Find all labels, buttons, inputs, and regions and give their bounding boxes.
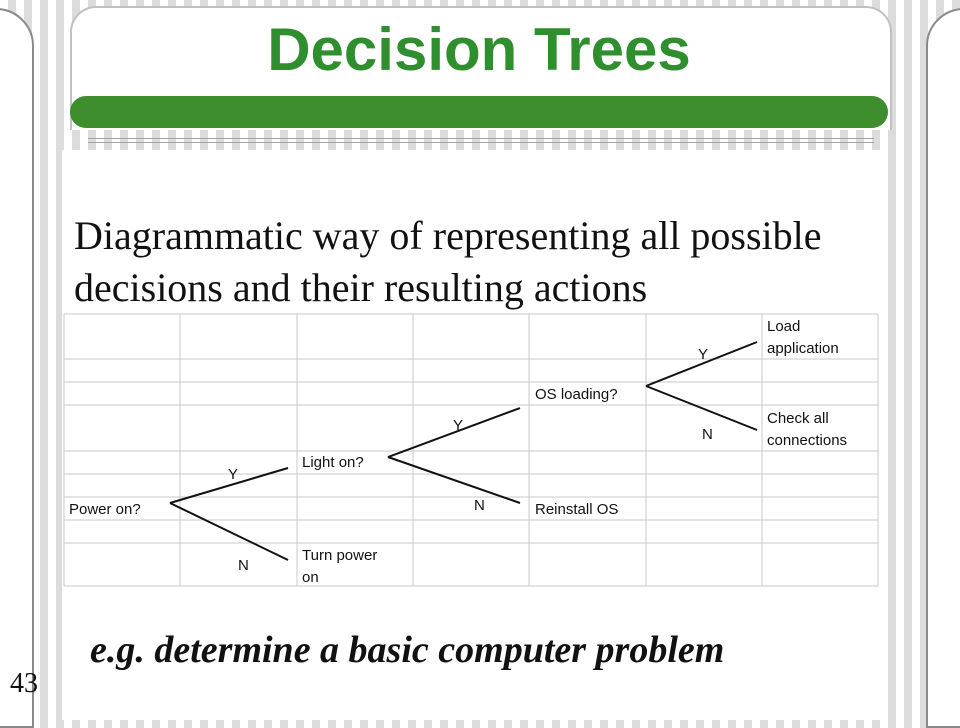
example-text: e.g. determine a basic computer problem [90, 629, 725, 671]
title-accent-bar [70, 96, 888, 128]
branch-label-power-no: N [238, 557, 249, 574]
branch-label-light-no: N [474, 497, 485, 514]
node-check-connections-line2: connections [767, 432, 847, 449]
page-number: 43 [10, 668, 38, 699]
branch-line [387, 407, 521, 458]
node-turn-power-on-line1: Turn power [302, 547, 377, 564]
node-turn-power-on-line2: on [302, 569, 319, 586]
branch-line [169, 502, 289, 561]
tree-branches [169, 341, 758, 561]
branch-line [645, 385, 758, 431]
branch-line [169, 467, 289, 504]
branch-label-os-yes: Y [698, 346, 708, 363]
content-panel [62, 150, 888, 720]
branch-line [387, 456, 521, 504]
node-check-connections-line1: Check all [767, 410, 829, 427]
left-side-tab [0, 8, 34, 728]
node-load-application-line1: Load [767, 318, 800, 335]
slide-subtitle: Diagrammatic way of representing all pos… [74, 213, 822, 310]
branch-label-power-yes: Y [228, 466, 238, 483]
branch-labels: Y N Y N Y N [228, 346, 713, 574]
branch-line [645, 341, 758, 387]
branch-label-os-no: N [702, 426, 713, 443]
node-light-on: Light on? [302, 454, 364, 471]
branch-label-light-yes: Y [453, 417, 463, 434]
divider-line [88, 138, 874, 139]
node-reinstall-os: Reinstall OS [535, 501, 618, 518]
node-power-on: Power on? [69, 501, 141, 518]
node-os-loading: OS loading? [535, 386, 618, 403]
spreadsheet-grid [63, 313, 879, 587]
tree-nodes: Power on? Light on? Turn power on OS loa… [69, 318, 847, 586]
node-load-application-line2: application [767, 340, 839, 357]
slide-title: Decision Trees [267, 16, 691, 83]
divider-line [88, 142, 874, 143]
right-side-tab [926, 8, 960, 728]
